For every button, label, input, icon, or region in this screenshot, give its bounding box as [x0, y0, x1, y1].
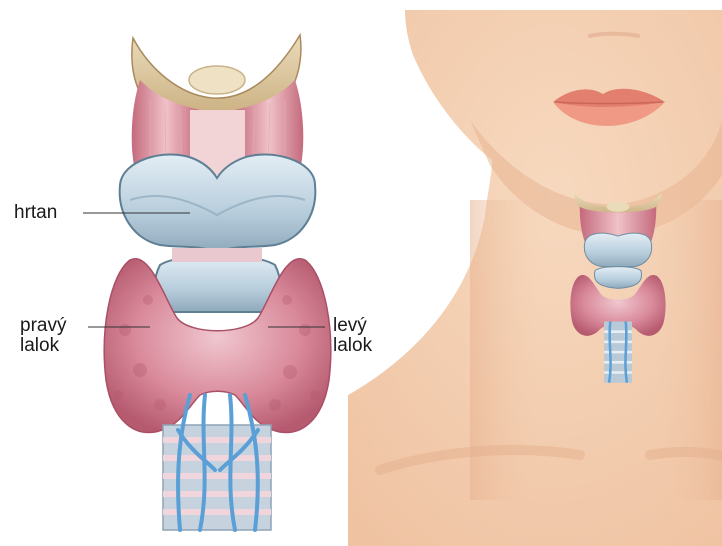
cricoid-cartilage — [155, 255, 280, 312]
label-left-lobe-line1: levý — [333, 316, 367, 336]
label-left-lobe-line2: lalok — [333, 336, 372, 356]
anatomy-illustration — [104, 35, 330, 530]
label-right-lobe-line2: lalok — [20, 336, 59, 356]
neck-illustration — [348, 10, 722, 546]
label-larynx: hrtan — [14, 203, 57, 223]
nose-hint — [590, 34, 638, 36]
epiglottis — [189, 66, 245, 94]
collarbone-right — [650, 452, 722, 456]
label-right-lobe-line1: pravý — [20, 316, 66, 336]
